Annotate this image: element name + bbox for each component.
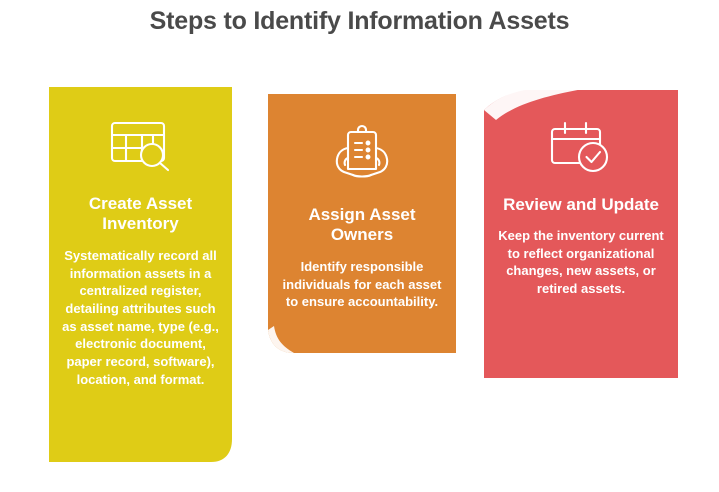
card-body-text: Identify responsible individuals for eac… [282, 259, 442, 310]
step-card-create-asset-inventory[interactable]: Create Asset Inventory Systematically re… [49, 87, 232, 463]
card-heading: Review and Update [503, 195, 659, 214]
card-body-text: Keep the inventory current to reflect or… [498, 228, 664, 297]
card-background-shape [484, 90, 678, 378]
card-background-shape [268, 94, 456, 353]
clipboard-hands-icon [329, 124, 395, 187]
page-title: Steps to Identify Information Assets [149, 7, 570, 35]
calendar-check-icon [549, 118, 613, 179]
card-heading: Assign Asset Owners [308, 205, 416, 245]
card-content: Assign Asset Owners Identify responsible… [268, 94, 456, 353]
card-content: Review and Update Keep the inventory cur… [484, 90, 678, 378]
card-body-text: Systematically record all information as… [62, 248, 219, 387]
card-background-shape [49, 87, 232, 462]
card-content: Create Asset Inventory Systematically re… [49, 87, 232, 463]
step-card-review-and-update[interactable]: Review and Update Keep the inventory cur… [484, 90, 678, 378]
table-search-icon [109, 117, 173, 178]
step-card-assign-asset-owners[interactable]: Assign Asset Owners Identify responsible… [268, 94, 456, 353]
card-heading: Create Asset Inventory [88, 194, 193, 234]
